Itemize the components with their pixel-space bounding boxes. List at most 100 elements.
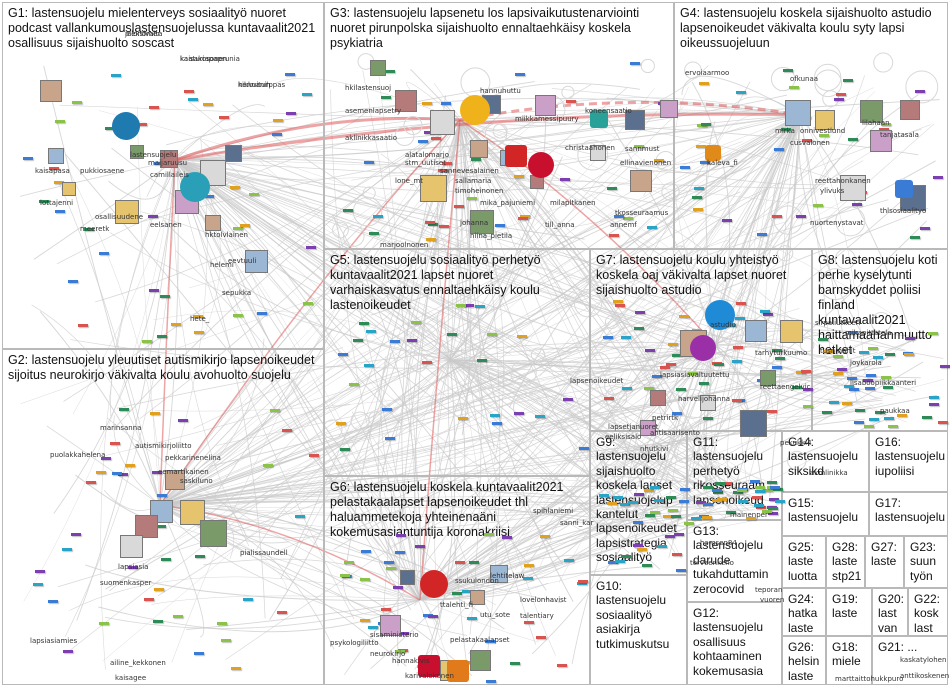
- node-label: mika_pajuniemi: [480, 199, 536, 207]
- edge: [174, 159, 475, 310]
- edge: [508, 114, 801, 408]
- node-marker: [395, 650, 405, 653]
- node-marker: [148, 215, 158, 218]
- node-marker: [340, 574, 350, 577]
- node-marker: [613, 300, 623, 303]
- node-label: tanjatasala: [880, 131, 919, 139]
- node-marker: [535, 415, 545, 418]
- edge: [459, 119, 724, 487]
- edge: [154, 344, 716, 412]
- node-marker: [438, 169, 448, 172]
- node-marker: [769, 498, 779, 501]
- group-g4-caption: G4: lastensuojelu koskela sijaishuolto a…: [680, 6, 936, 50]
- node-avatar: [740, 410, 767, 437]
- node-marker: [699, 382, 709, 385]
- edge: [799, 114, 866, 378]
- edge: [222, 359, 451, 519]
- edge: [174, 159, 744, 484]
- node-marker: [484, 533, 494, 536]
- node-label: hannuhuttu: [480, 87, 521, 95]
- node-marker: [603, 336, 613, 339]
- node-marker: [249, 193, 259, 196]
- edge: [159, 165, 631, 506]
- node-label: timoheinonen: [455, 187, 504, 195]
- node-avatar: [205, 215, 221, 231]
- edge: [174, 159, 750, 499]
- node-marker: [781, 128, 791, 131]
- group-g14-box: G14: lastensuojelu siksikd: [782, 431, 869, 492]
- edge: [459, 119, 624, 523]
- group-g18-box: G18: miele: [826, 636, 872, 685]
- group-g7-caption: G7: lastensuojelu koulu yhteistyö koskel…: [596, 253, 790, 297]
- node-marker: [349, 383, 359, 386]
- node-marker: [204, 195, 214, 198]
- node-label: alatalomarjo: [405, 151, 449, 159]
- node-marker: [137, 123, 147, 126]
- node-marker: [614, 215, 624, 218]
- edge-loop: [799, 337, 815, 353]
- node-marker: [471, 158, 481, 161]
- node-marker: [447, 333, 457, 336]
- node-marker: [608, 561, 618, 564]
- node-marker: [881, 123, 891, 126]
- group-g10-box: G10: lastensuojelu sosiaalityö asiakirja…: [590, 575, 687, 685]
- node-logo: [690, 335, 716, 361]
- node-marker: [439, 225, 449, 228]
- node-avatar: [48, 148, 64, 164]
- node-label: asemenlapsetry: [345, 107, 402, 115]
- edge: [449, 359, 630, 554]
- node-marker: [622, 387, 632, 390]
- node-marker: [768, 507, 778, 510]
- edge: [531, 344, 716, 655]
- node-marker: [691, 517, 701, 520]
- node-marker: [652, 375, 662, 378]
- node-marker: [536, 636, 546, 639]
- group-g19-caption: G19: laste: [832, 592, 862, 621]
- node-avatar: [900, 100, 920, 120]
- node-marker: [411, 321, 421, 324]
- node-marker: [738, 500, 748, 503]
- node-marker: [344, 561, 354, 564]
- edge-loop: [640, 58, 655, 74]
- edge: [683, 114, 801, 484]
- node-marker: [62, 548, 72, 551]
- node-marker: [577, 582, 587, 585]
- edge: [159, 199, 889, 506]
- node-marker: [360, 578, 370, 581]
- node-marker: [714, 363, 724, 366]
- node-marker: [161, 558, 171, 561]
- edge: [159, 332, 834, 506]
- node-marker: [863, 379, 873, 382]
- node-marker: [55, 210, 65, 213]
- node-marker: [63, 650, 73, 653]
- edge: [159, 321, 347, 506]
- node-label: marinsanna: [100, 424, 142, 432]
- node-label: maijaruusu: [148, 159, 188, 167]
- edge: [703, 114, 801, 492]
- edge: [159, 504, 370, 622]
- node-marker: [637, 548, 647, 551]
- edge: [610, 114, 801, 173]
- edge: [771, 114, 801, 222]
- node-marker: [418, 140, 428, 143]
- edge: [159, 388, 864, 506]
- edge-loop: [561, 85, 575, 99]
- edge: [459, 119, 720, 492]
- group-g12-caption: G12: lastensuojelu osallisuus kohtaamine…: [693, 606, 767, 678]
- node-marker: [910, 236, 920, 239]
- node-marker: [295, 515, 305, 518]
- node-marker: [475, 305, 485, 308]
- node-marker: [699, 82, 709, 85]
- edge: [72, 159, 176, 415]
- group-g19-box: G19: laste: [826, 588, 872, 636]
- edge: [159, 490, 777, 515]
- group-g22-caption: G22: kosk last: [914, 592, 944, 635]
- node-marker: [428, 615, 438, 618]
- group-g28-caption: G28: laste stp21: [832, 540, 862, 583]
- node-label: lovelonhavist: [520, 596, 567, 604]
- node-marker: [306, 246, 316, 249]
- group-g3-box: G3: lastensuojelu lapsenetu los lapsivai…: [324, 2, 674, 249]
- node-marker: [829, 401, 839, 404]
- node-marker: [48, 600, 58, 603]
